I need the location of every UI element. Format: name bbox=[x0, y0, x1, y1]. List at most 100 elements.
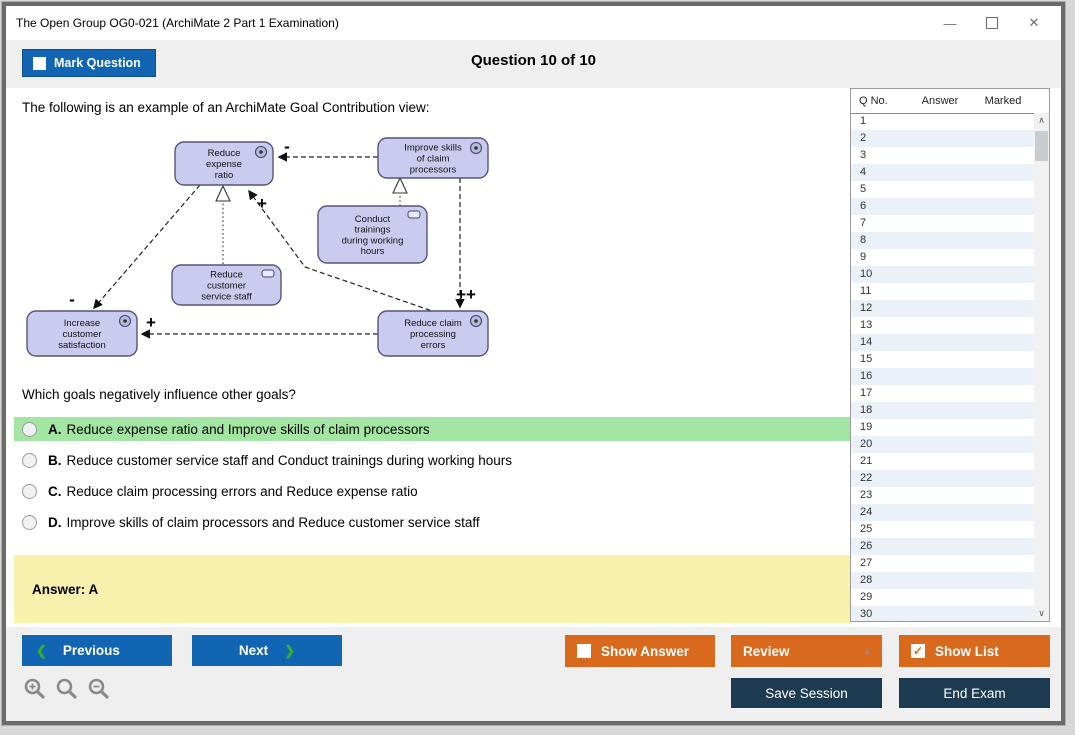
question-counter: Question 10 of 10 bbox=[470, 52, 597, 69]
scroll-up-icon[interactable]: ∧ bbox=[1038, 115, 1045, 125]
row-marked bbox=[972, 317, 1034, 334]
row-answer bbox=[910, 572, 972, 589]
question-list-row[interactable]: 22 bbox=[851, 470, 1034, 487]
question-list-row[interactable]: 24 bbox=[851, 504, 1034, 521]
edge-label: + bbox=[146, 313, 156, 332]
row-marked bbox=[972, 164, 1034, 181]
next-button[interactable]: Next ❯ bbox=[192, 635, 342, 666]
question-list-row[interactable]: 4 bbox=[851, 164, 1034, 181]
question-list-row[interactable]: 6 bbox=[851, 198, 1034, 215]
save-session-label: Save Session bbox=[765, 685, 848, 701]
question-list-row[interactable]: 27 bbox=[851, 555, 1034, 572]
row-answer bbox=[910, 521, 972, 538]
row-marked bbox=[972, 198, 1034, 215]
question-list-row[interactable]: 14 bbox=[851, 334, 1034, 351]
radio-icon[interactable] bbox=[22, 421, 37, 437]
end-exam-button[interactable]: End Exam bbox=[899, 678, 1050, 708]
question-list-row[interactable]: 23 bbox=[851, 487, 1034, 504]
row-marked bbox=[972, 487, 1034, 504]
option-row-a[interactable]: A.Reduce expense ratio and Improve skill… bbox=[14, 417, 852, 441]
question-list-scrollbar[interactable]: ∧ ∨ bbox=[1034, 113, 1049, 621]
caret-up-icon: ▲ bbox=[863, 646, 872, 656]
column-header-qno: Q No. bbox=[859, 95, 888, 107]
question-list-row[interactable]: 2 bbox=[851, 130, 1034, 147]
row-qno: 10 bbox=[860, 268, 873, 280]
maximize-button[interactable] bbox=[971, 10, 1013, 36]
option-row-c[interactable]: C.Reduce claim processing errors and Red… bbox=[14, 479, 852, 503]
show-answer-button[interactable]: Show Answer bbox=[565, 635, 715, 667]
question-list-row[interactable]: 15 bbox=[851, 351, 1034, 368]
mark-question-button[interactable]: Mark Question bbox=[22, 49, 156, 77]
radio-icon[interactable] bbox=[22, 452, 37, 468]
realization-arrowhead-icon bbox=[392, 176, 408, 194]
question-list-row[interactable]: 20 bbox=[851, 436, 1034, 453]
question-list-row[interactable]: 28 bbox=[851, 572, 1034, 589]
row-qno: 29 bbox=[860, 591, 873, 603]
row-qno: 12 bbox=[860, 302, 873, 314]
close-button[interactable]: ✕ bbox=[1028, 15, 1040, 30]
question-list-row[interactable]: 11 bbox=[851, 283, 1034, 300]
row-marked bbox=[972, 300, 1034, 317]
question-list-row[interactable]: 17 bbox=[851, 385, 1034, 402]
question-list-row[interactable]: 30 bbox=[851, 606, 1034, 621]
scroll-down-icon[interactable]: ∨ bbox=[1038, 608, 1045, 618]
row-qno: 4 bbox=[860, 166, 867, 178]
row-answer bbox=[910, 589, 972, 606]
row-qno: 14 bbox=[860, 336, 873, 348]
row-qno: 2 bbox=[860, 132, 867, 144]
zoom-toolbar bbox=[23, 677, 111, 701]
question-list-row[interactable]: 10 bbox=[851, 266, 1034, 283]
question-list-row[interactable]: 26 bbox=[851, 538, 1034, 555]
radio-icon[interactable] bbox=[22, 483, 37, 499]
save-session-button[interactable]: Save Session bbox=[731, 678, 882, 708]
previous-button[interactable]: ❮ Previous bbox=[22, 635, 172, 666]
row-marked bbox=[972, 521, 1034, 538]
mark-question-checkbox-icon[interactable] bbox=[33, 56, 46, 70]
zoom-in-icon[interactable] bbox=[23, 677, 47, 701]
option-letter: A. bbox=[48, 421, 62, 437]
row-qno: 16 bbox=[860, 370, 873, 382]
row-marked bbox=[972, 572, 1034, 589]
row-answer bbox=[910, 368, 972, 385]
question-list-row[interactable]: 1 bbox=[851, 113, 1034, 130]
question-list-row[interactable]: 7 bbox=[851, 215, 1034, 232]
question-list-row[interactable]: 16 bbox=[851, 368, 1034, 385]
minimize-button[interactable]: — bbox=[943, 15, 957, 31]
question-list-row[interactable]: 21 bbox=[851, 453, 1034, 470]
question-list-row[interactable]: 19 bbox=[851, 419, 1034, 436]
zoom-reset-icon[interactable] bbox=[55, 677, 79, 701]
show-list-button[interactable]: ✓ Show List bbox=[899, 635, 1050, 667]
question-list-row[interactable]: 18 bbox=[851, 402, 1034, 419]
row-qno: 19 bbox=[860, 421, 873, 433]
question-list-row[interactable]: 5 bbox=[851, 181, 1034, 198]
header-strip: Mark Question Question 10 of 10 bbox=[6, 40, 1061, 88]
question-list-row[interactable]: 25 bbox=[851, 521, 1034, 538]
question-list-row[interactable]: 29 bbox=[851, 589, 1034, 606]
row-answer bbox=[910, 147, 972, 164]
show-answer-checkbox-icon[interactable] bbox=[577, 644, 591, 658]
option-row-b[interactable]: B.Reduce customer service staff and Cond… bbox=[14, 448, 852, 472]
option-row-d[interactable]: D.Improve skills of claim processors and… bbox=[14, 510, 852, 534]
question-list-row[interactable]: 12 bbox=[851, 300, 1034, 317]
row-qno: 11 bbox=[860, 285, 872, 297]
row-qno: 27 bbox=[860, 557, 873, 569]
question-list-header: Q No. Answer Marked bbox=[851, 89, 1049, 114]
question-list-row[interactable]: 9 bbox=[851, 249, 1034, 266]
chevron-left-icon: ❮ bbox=[36, 642, 47, 658]
row-answer bbox=[910, 198, 972, 215]
radio-icon[interactable] bbox=[22, 514, 37, 530]
question-list-row[interactable]: 8 bbox=[851, 232, 1034, 249]
row-marked bbox=[972, 283, 1034, 300]
end-exam-label: End Exam bbox=[943, 685, 1006, 701]
row-marked bbox=[972, 419, 1034, 436]
show-list-checkbox-icon[interactable]: ✓ bbox=[911, 644, 925, 658]
zoom-out-icon[interactable] bbox=[87, 677, 111, 701]
question-list-row[interactable]: 3 bbox=[851, 147, 1034, 164]
question-list-row[interactable]: 13 bbox=[851, 317, 1034, 334]
scrollbar-thumb[interactable] bbox=[1035, 131, 1048, 161]
review-dropdown[interactable]: Review ▲ bbox=[731, 635, 882, 667]
